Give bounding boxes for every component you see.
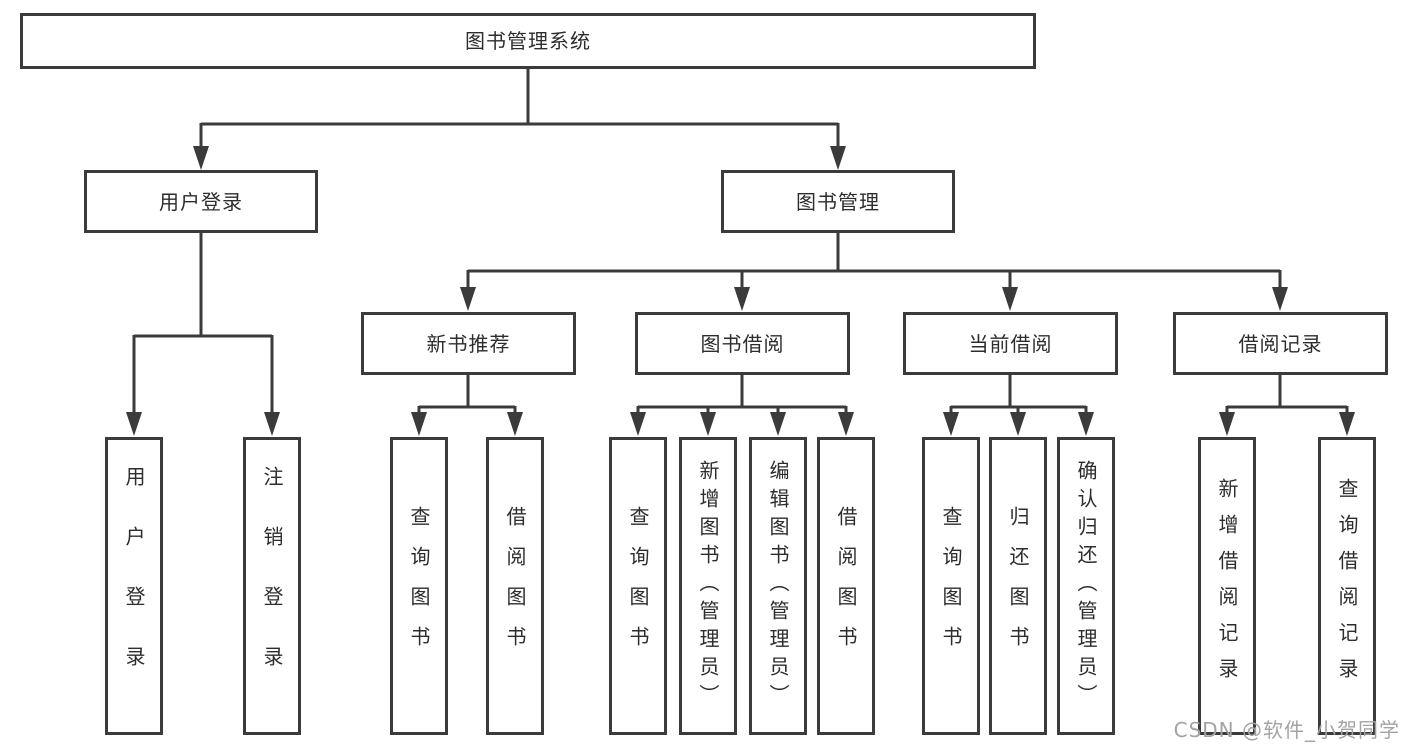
node-root: 图书管理系统 [20,13,1036,69]
leaf-query-borrow-record-label: 查询借阅记录 [1335,478,1359,694]
leaf-add-borrow-record-label: 新增借阅记录 [1215,478,1239,694]
connector-borrow-records-children [1219,375,1355,436]
leaf-add-borrow-record: 新增借阅记录 [1198,437,1256,735]
node-user-login: 用户登录 [84,170,318,233]
node-book-borrow: 图书借阅 [635,312,850,375]
leaf-return-books: 归还图书 [989,437,1047,735]
leaf-borrow-borrow-books-label: 借阅图书 [834,506,858,666]
leaf-borrow-query-books: 查询图书 [609,437,667,735]
node-new-book-recommend-label: 新书推荐 [426,331,511,356]
leaf-logout-label: 注销登录 [260,466,284,706]
node-current-borrow-label: 当前借阅 [968,331,1053,356]
node-root-label: 图书管理系统 [465,29,591,53]
leaf-return-books-label: 归还图书 [1006,506,1030,666]
leaf-current-query-books: 查询图书 [922,437,980,735]
node-borrow-records-label: 借阅记录 [1238,331,1323,356]
leaf-recommend-borrow-books-label: 借阅图书 [503,506,527,666]
connector-user-login-children [126,233,280,436]
leaf-query-borrow-record: 查询借阅记录 [1318,437,1376,735]
node-user-login-label: 用户登录 [159,189,243,214]
leaf-edit-books-admin-label: 编辑图书（管理员） [766,460,790,712]
leaf-add-books-admin-label: 新增图书（管理员） [696,460,720,712]
leaf-recommend-borrow-books: 借阅图书 [486,437,544,735]
leaf-borrow-borrow-books: 借阅图书 [817,437,875,735]
node-current-borrow: 当前借阅 [903,312,1118,375]
connector-book-borrow-children [630,375,854,436]
leaf-confirm-return-admin: 确认归还（管理员） [1057,437,1115,735]
leaf-current-query-books-label: 查询图书 [939,506,963,666]
leaf-confirm-return-admin-label: 确认归还（管理员） [1074,460,1098,712]
connector-current-borrow-children [943,375,1094,436]
node-borrow-records: 借阅记录 [1173,312,1388,375]
connector-root-to-level2 [193,69,846,170]
leaf-user-login: 用户登录 [105,437,163,735]
connector-new-book-recommend-children [411,375,523,436]
watermark-text: CSDN @软件_小贺同学 [1173,718,1400,742]
node-book-management: 图书管理 [721,170,955,233]
leaf-recommend-query-books: 查询图书 [390,437,448,735]
node-book-management-label: 图书管理 [796,189,880,214]
leaf-edit-books-admin: 编辑图书（管理员） [749,437,807,735]
leaf-recommend-query-books-label: 查询图书 [407,506,431,666]
connector-book-management-children [460,233,1288,311]
node-new-book-recommend: 新书推荐 [361,312,576,375]
leaf-add-books-admin: 新增图书（管理员） [679,437,737,735]
leaf-logout: 注销登录 [243,437,301,735]
leaf-user-login-label: 用户登录 [122,466,146,706]
leaf-borrow-query-books-label: 查询图书 [626,506,650,666]
node-book-borrow-label: 图书借阅 [700,331,785,356]
